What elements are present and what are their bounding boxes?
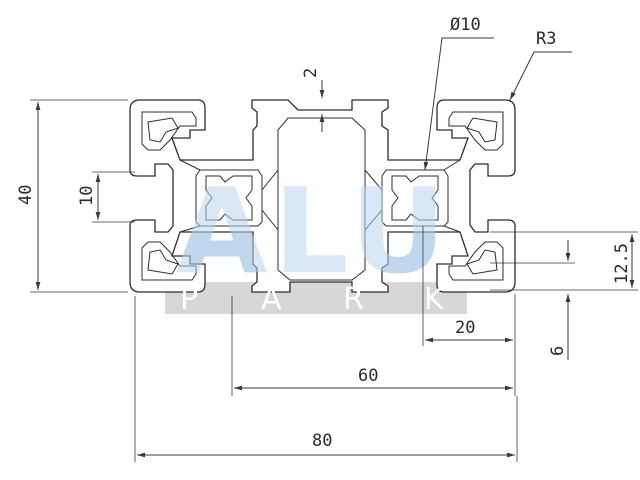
dimension-label-diameter: Ø10: [450, 15, 481, 35]
dimension-label-offset-small: 12.5: [612, 243, 632, 284]
dimension-pitch-small: 20: [422, 226, 516, 346]
dimension-edge-offset: 6: [490, 240, 575, 360]
dimension-radius: R3: [509, 29, 572, 101]
svg-text:P: P: [180, 282, 198, 317]
dimension-offset-small: 12.5: [490, 231, 638, 291]
dimension-slot: 10: [77, 171, 135, 223]
dimension-label-wall: 2: [301, 68, 321, 78]
dimension-label-pitch-large: 60: [358, 366, 378, 386]
watermark-brand-overlay: ALU: [176, 162, 452, 300]
aluminum-profile: [129, 99, 516, 293]
dimension-label-radius: R3: [536, 29, 556, 49]
dimension-label-height: 40: [16, 185, 36, 205]
svg-text:R: R: [343, 282, 364, 317]
dimension-label-overall-width: 80: [312, 431, 332, 451]
dimension-overall-width: 80: [134, 296, 518, 462]
dimension-label-edge-offset: 6: [548, 346, 568, 356]
svg-text:A: A: [261, 282, 282, 317]
watermark-sub: P A R K: [180, 282, 445, 317]
svg-text:K: K: [424, 282, 445, 317]
dimension-label-pitch-small: 20: [455, 318, 475, 338]
dimension-wall: 2: [301, 68, 325, 132]
dimension-pitch-large: 60: [231, 296, 516, 396]
dimension-diameter: Ø10: [423, 15, 494, 171]
dimension-label-slot: 10: [77, 186, 97, 206]
watermark-band: [165, 282, 467, 314]
dimension-height: 40: [16, 99, 128, 293]
